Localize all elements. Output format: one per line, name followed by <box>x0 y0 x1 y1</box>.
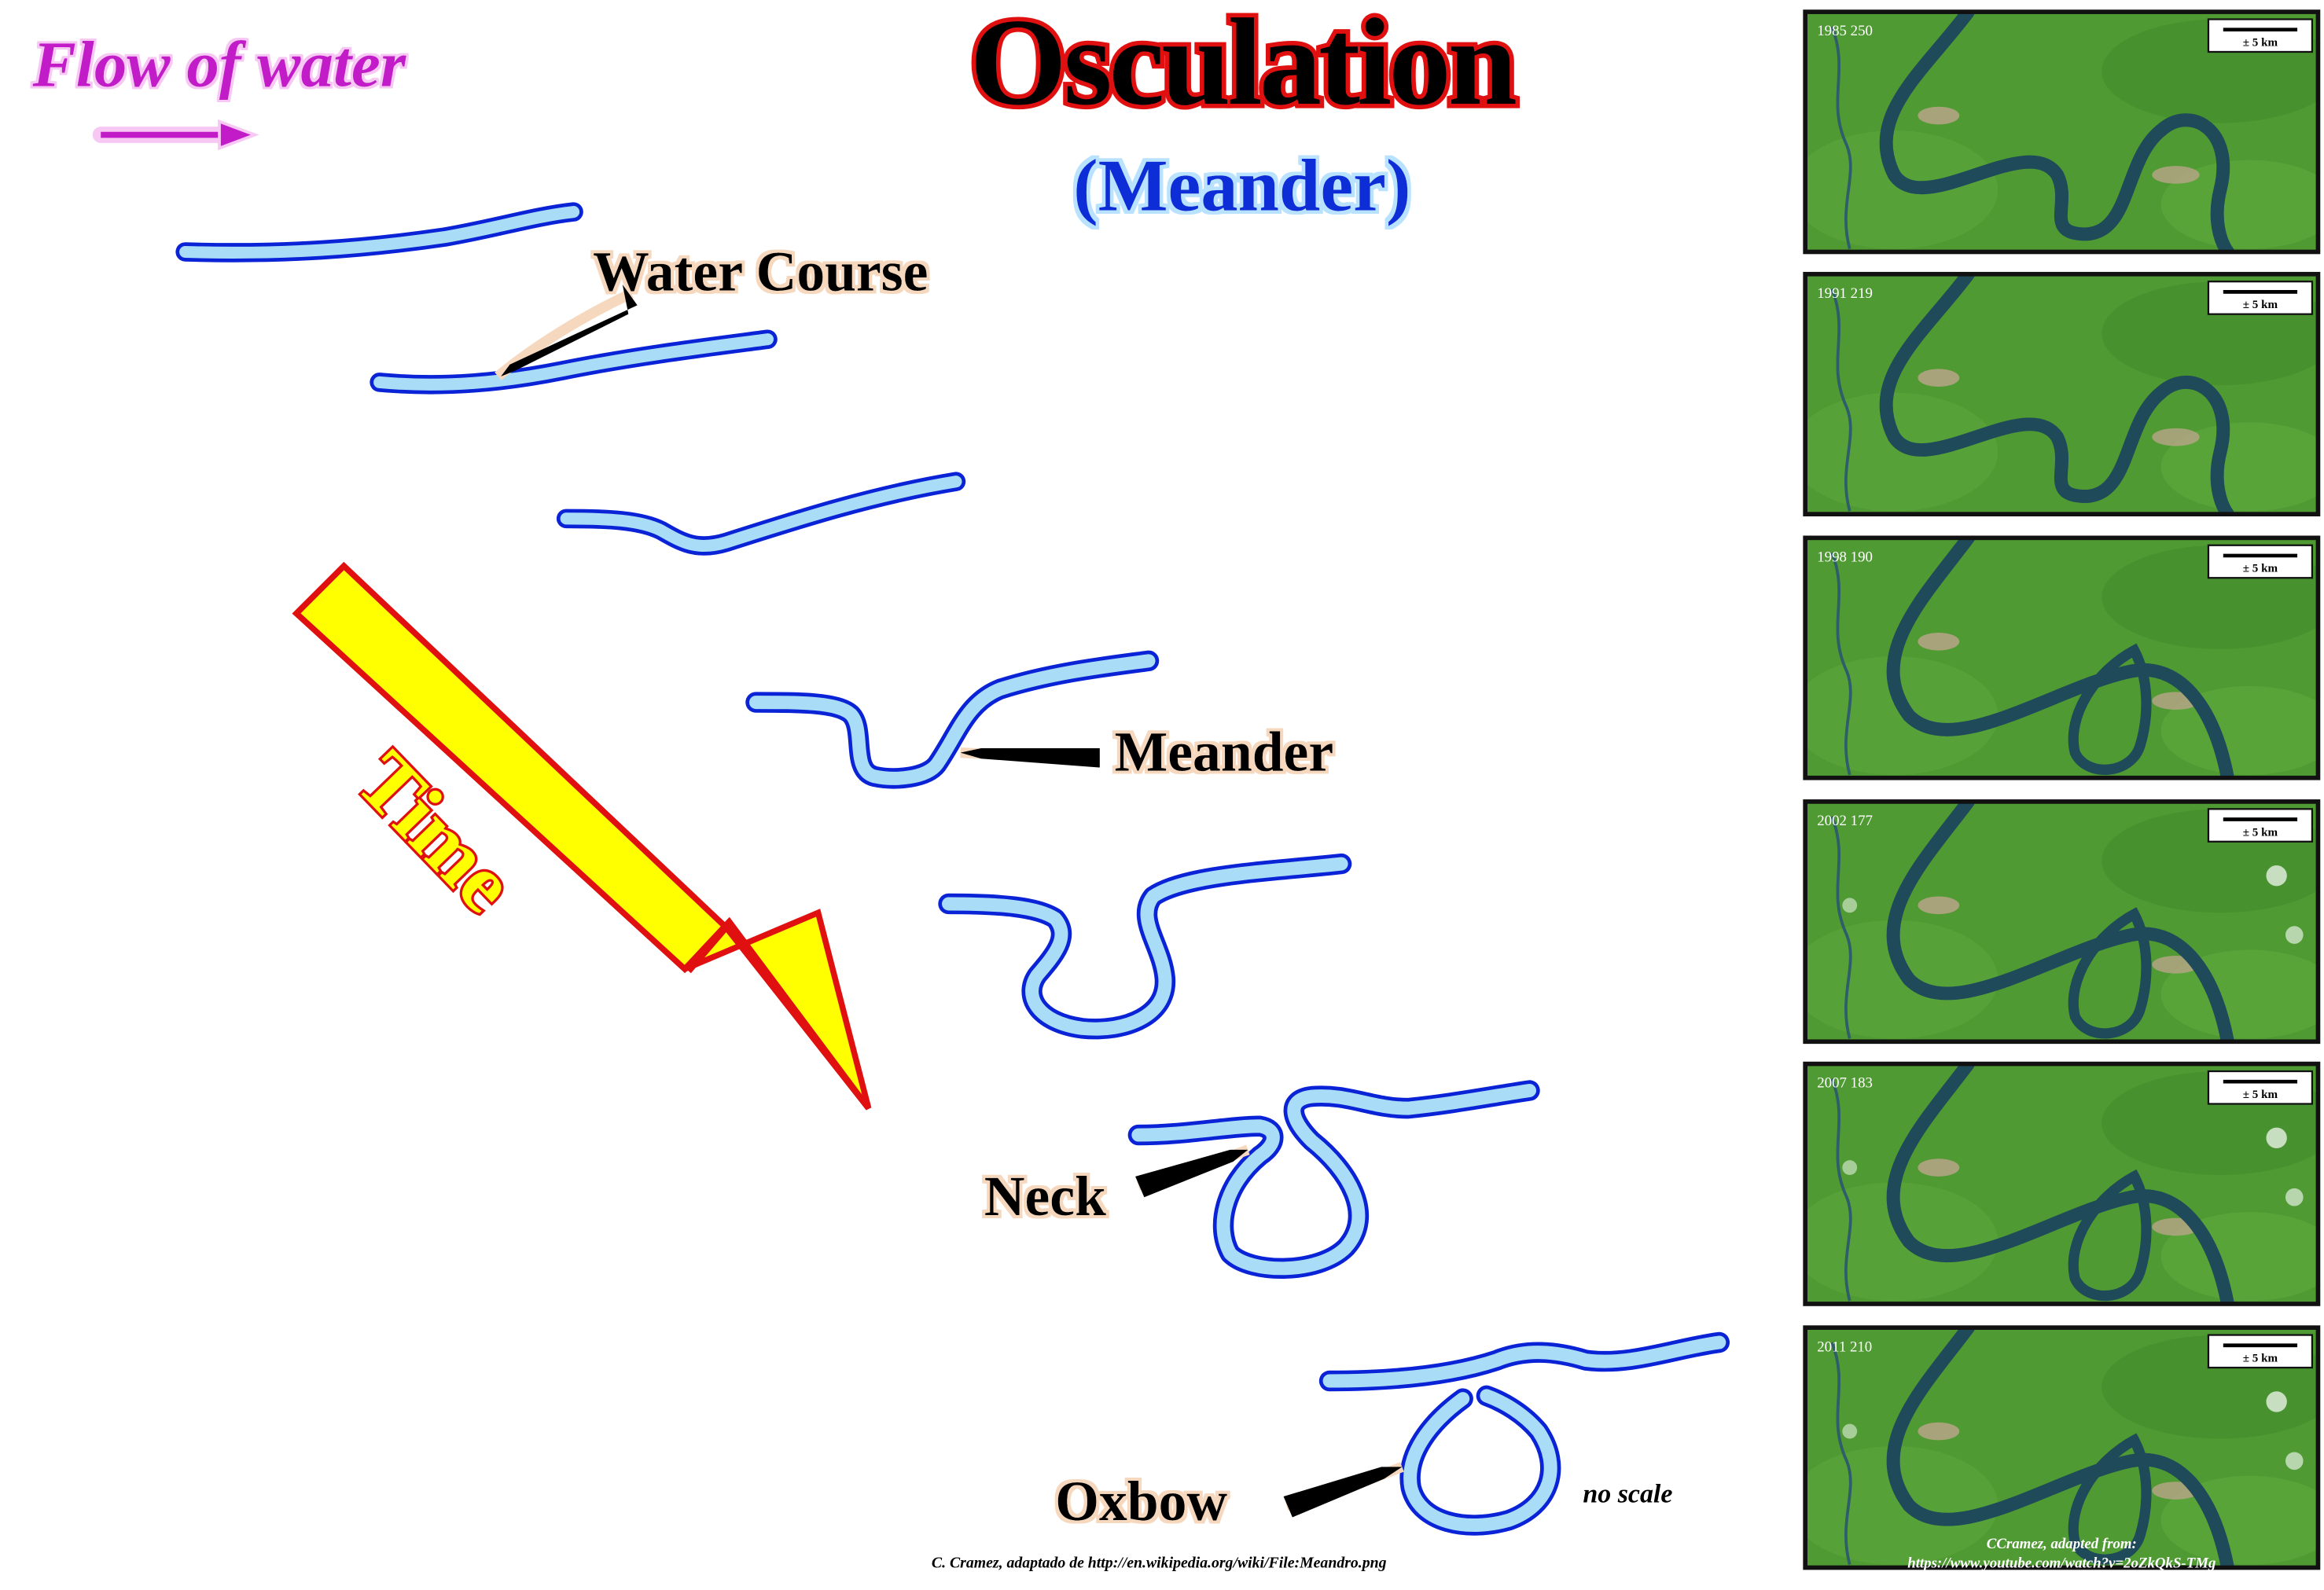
river-stage-7-main-channel <box>1318 1331 1730 1392</box>
frame-date-label: 1991 219 <box>1817 285 1873 302</box>
satellite-frame: 2011 210 ± 5 km <box>1803 1325 2321 1570</box>
scale-label: ± 5 km <box>2243 1089 2278 1101</box>
scale-box <box>2207 808 2314 843</box>
oxbow-pointer-icon <box>1283 1462 1404 1518</box>
water-course-pointer-icon <box>495 284 638 380</box>
neck-label: Neck <box>984 1166 1106 1228</box>
scale-box <box>2207 18 2314 53</box>
satellite-panel: 1985 250 ± 5 km 1991 219 ± 5 km 1998 190 ± 5 … <box>1803 9 2321 1572</box>
oxbow-lake <box>1399 1385 1561 1536</box>
water-course-label: Water Course <box>593 241 928 303</box>
frame-date-label: 2011 210 <box>1817 1338 1872 1355</box>
frame-date-label: 2002 177 <box>1817 813 1873 829</box>
page-subtitle: (Meander) <box>1073 145 1410 227</box>
scale-box <box>2207 1334 2314 1369</box>
scale-label: ± 5 km <box>2243 563 2278 575</box>
scale-box <box>2207 544 2314 579</box>
satellite-frame: 2007 183 ± 5 km <box>1803 1061 2321 1306</box>
neck-pointer-icon <box>1135 1144 1250 1198</box>
scale-label: ± 5 km <box>2243 299 2278 311</box>
river-stage-5 <box>938 853 1352 1040</box>
river-stage-3 <box>556 472 966 556</box>
satellite-frame: 1998 190 ± 5 km <box>1803 535 2321 780</box>
satellite-credit-line-1: CCramez, adapted from: <box>1987 1536 2137 1552</box>
river-stage-1 <box>175 202 583 263</box>
frame-date-label: 1998 190 <box>1817 549 1873 565</box>
source-credit: C. Cramez, adaptado de http://en.wikiped… <box>932 1555 1387 1572</box>
scale-label: ± 5 km <box>2243 1352 2278 1364</box>
time-arrow-icon <box>292 561 872 1111</box>
no-scale-label: no scale <box>1583 1480 1672 1509</box>
river-stage-4 <box>745 650 1160 789</box>
satellite-frame: 1985 250 ± 5 km <box>1803 9 2321 255</box>
satellite-credit-line-2: https://www.youtube.com/watch?v=2oZkQkS-… <box>1907 1555 2216 1572</box>
flow-direction-arrow-icon <box>92 119 259 151</box>
frame-date-label: 1985 250 <box>1817 23 1873 39</box>
scale-box <box>2207 281 2314 315</box>
satellite-frame: 1991 219 ± 5 km <box>1803 271 2321 516</box>
frame-date-label: 2007 183 <box>1817 1075 1873 1092</box>
meander-label: Meander <box>1115 721 1333 783</box>
satellite-frame: 2002 177 ± 5 km <box>1803 799 2321 1045</box>
oxbow-label: Oxbow <box>1055 1471 1227 1533</box>
river-stage-6-neck <box>1127 1080 1540 1279</box>
scale-label: ± 5 km <box>2243 826 2278 839</box>
scale-label: ± 5 km <box>2243 36 2278 49</box>
flow-of-water-label: Flow of water <box>31 28 406 100</box>
meander-pointer-icon <box>960 747 1101 768</box>
page-title: Osculation <box>970 0 1516 131</box>
river-stage-2 <box>370 329 778 395</box>
scale-box <box>2207 1070 2314 1105</box>
